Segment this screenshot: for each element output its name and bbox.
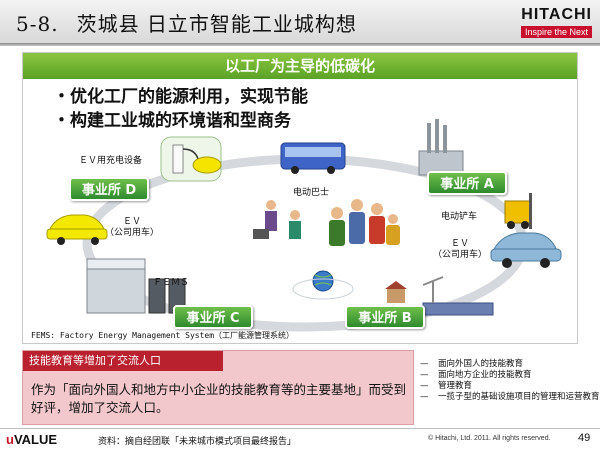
uvalue-logo-u: u [6, 432, 14, 447]
list-item: 面向地方企业的技能教育 [420, 370, 600, 380]
ev-charger-icon [160, 136, 222, 182]
bullet-list: ・优化工厂的能源利用，实现节能 ・构建工业城的环境谐和型商务 [53, 85, 308, 133]
education-list: 面向外国人的技能教育 面向地方企业的技能教育 管理教育 一揽子型的基础设施项目的… [420, 359, 600, 402]
electric-bus-label: 电动巴士 [293, 188, 330, 198]
ev-charger-label: ＥＶ用充电设备 [79, 156, 143, 166]
concept-panel: 以工厂为主导的低碳化 ・优化工厂的能源利用，实现节能 ・构建工业城的环境谐和型商… [22, 52, 578, 344]
copyright: © Hitachi, Ltd. 2011. All rights reserve… [428, 435, 551, 442]
list-item: 管理教育 [420, 381, 600, 391]
slide-title: 5-8. 茨城县 日立市智能工业城构想 [16, 8, 357, 37]
page-number: 49 [578, 432, 591, 444]
forklift-icon [504, 193, 532, 229]
globe-icon [292, 270, 354, 300]
office-c-label: 事业所 C [173, 305, 253, 329]
houses-icon [385, 281, 407, 303]
slide-footer: uVALUE 资料：摘自经团联「未来城市模式项目最终报告」 © Hitachi,… [0, 428, 600, 450]
office-a-label: 事业所 A [427, 171, 507, 195]
office-b-label: 事业所 B [345, 305, 425, 329]
hitachi-logo: HITACHI Inspire the Next [520, 6, 592, 38]
header-divider [0, 43, 600, 46]
office-d-label: 事业所 D [69, 177, 149, 201]
bullet-item: ・优化工厂的能源利用，实现节能 [53, 87, 308, 107]
ev-right-label: ＥＶ （公司用车） [433, 239, 488, 260]
uvalue-logo: uVALUE [6, 432, 57, 447]
footer-divider [0, 428, 600, 429]
uvalue-logo-text: VALUE [13, 432, 58, 447]
note-title: 技能教育等增加了交流人口 [23, 351, 223, 371]
exchange-note-box: 技能教育等增加了交流人口 作为「面向外国人和地方中小企业的技能教育等的主要基地」… [22, 350, 414, 425]
fems-label: ＦＥＭＳ [153, 278, 190, 288]
fems-definition: FEMS: Factory Energy Management System（工… [31, 331, 295, 340]
learners-icon [253, 200, 301, 239]
source-note: 资料：摘自经团联「未来城市模式项目最终报告」 [98, 437, 297, 447]
slide-title-text: 茨城县 日立市智能工业城构想 [76, 12, 357, 36]
note-body: 作为「面向外国人和地方中小企业的技能教育等的主要基地」而受到好评，增加了交流人口… [31, 382, 407, 415]
panel-title: 以工厂为主导的低碳化 [23, 53, 577, 79]
slide-number: 5-8. [16, 12, 59, 36]
city-diagram [46, 119, 562, 332]
ev-car-right-icon [490, 232, 562, 268]
solar-plant-icon [422, 276, 494, 316]
ev-car-left-icon [46, 214, 108, 245]
electric-bus-icon [280, 142, 346, 174]
slide-header: 5-8. 茨城县 日立市智能工业城构想 HITACHI Inspire the N… [0, 0, 600, 46]
list-item: 面向外国人的技能教育 [420, 359, 600, 369]
electric-forklift-label: 电动铲车 [441, 212, 478, 222]
people-icon [329, 199, 400, 246]
list-item: 一揽子型的基础设施项目的管理和运营教育 [420, 392, 600, 402]
fems-factory-icon [86, 258, 186, 314]
power-plant-icon [418, 119, 464, 176]
brand-name: HITACHI [521, 6, 592, 23]
bullet-item: ・构建工业城的环境谐和型商务 [53, 111, 291, 131]
ev-left-label: ＥＶ （公司用车） [105, 217, 160, 238]
brand-tagline: Inspire the Next [520, 26, 592, 38]
